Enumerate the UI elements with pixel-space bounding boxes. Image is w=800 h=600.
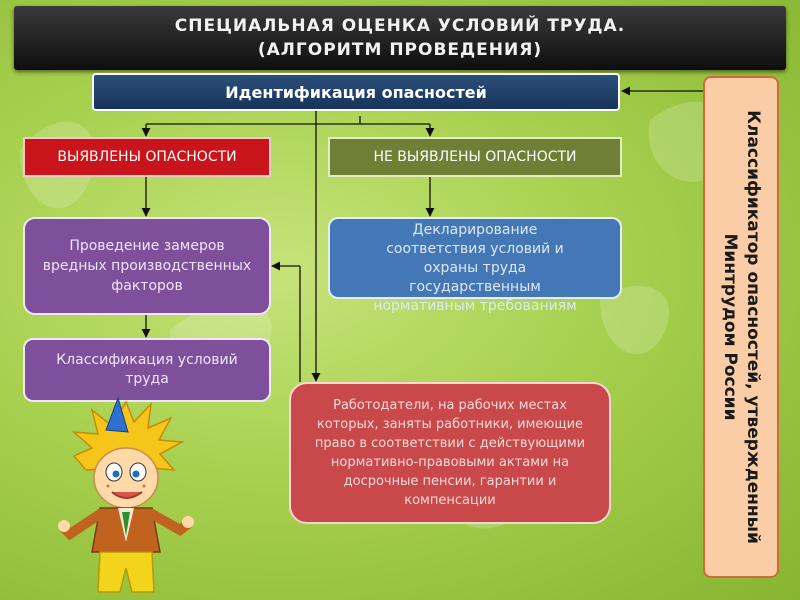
node-measurements: Проведение замеров вредных производствен… bbox=[23, 217, 271, 315]
node-classification: Классификация условий труда bbox=[23, 338, 271, 402]
node-hazards-found: ВЫЯВЛЕНЫ ОПАСНОСТИ bbox=[23, 137, 271, 177]
title-line-1: СПЕЦИАЛЬНАЯ ОЦЕНКА УСЛОВИЙ ТРУДА. bbox=[174, 16, 626, 36]
slide-title: СПЕЦИАЛЬНАЯ ОЦЕНКА УСЛОВИЙ ТРУДА. (АЛГОР… bbox=[14, 6, 786, 70]
node-hazards-not-found: НЕ ВЫЯВЛЕНЫ ОПАСНОСТИ bbox=[328, 137, 622, 177]
classifier-sidebar: Классификатор опасностей, утвержденный М… bbox=[703, 76, 779, 578]
node-employers: Работодатели, на рабочих местах которых,… bbox=[289, 382, 611, 524]
declaration-text: Декларирование соответствия условий и ох… bbox=[373, 222, 577, 314]
node-declaration: Декларирование соответствия условий и ох… bbox=[328, 217, 622, 314]
node-identification: Идентификация опасностей bbox=[92, 73, 620, 111]
sidebar-text: Классификатор опасностей, утвержденный М… bbox=[720, 110, 763, 544]
title-line-2: (АЛГОРИТМ ПРОВЕДЕНИЯ) bbox=[257, 40, 543, 60]
cartoon-character-illustration bbox=[58, 396, 194, 593]
